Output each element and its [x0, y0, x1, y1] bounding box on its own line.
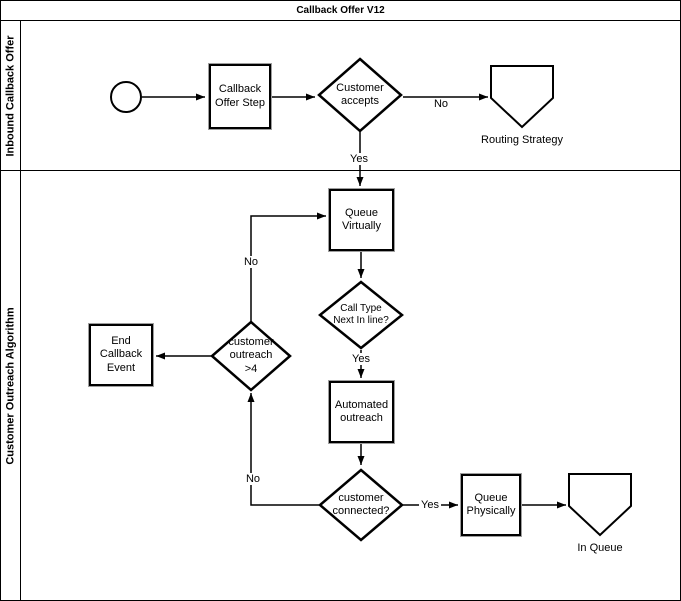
edge-label-outreach-no: No — [241, 256, 261, 268]
diamond-shape — [210, 320, 292, 392]
edge-label-connected-no: No — [243, 473, 263, 485]
diagram-title: Callback Offer V12 — [1, 1, 680, 21]
diamond-shape — [318, 280, 404, 350]
lane-header-inbound: Inbound Callback Offer — [1, 21, 21, 170]
node-automated-outreach: Automated outreach — [329, 381, 394, 443]
edge-label-accepts-yes: Yes — [348, 153, 370, 165]
routing-strategy-caption: Routing Strategy — [481, 134, 563, 146]
lane-customer-outreach-algorithm: Customer Outreach Algorithm — [1, 171, 680, 600]
diamond-shape — [318, 468, 404, 542]
node-queue-virtually: Queue Virtually — [329, 189, 394, 251]
lane-header-outreach: Customer Outreach Algorithm — [1, 171, 21, 600]
diamond-shape — [317, 57, 403, 133]
node-queue-physically-label: Queue Physically — [466, 491, 516, 517]
node-customer-connected: customer connected? — [317, 467, 405, 543]
node-end-callback-event: End Callback Event — [89, 324, 153, 386]
node-call-type-label: Call Type Next In line? — [333, 303, 389, 326]
lane-inbound-callback-offer: Inbound Callback Offer — [1, 21, 680, 171]
node-end-callback-event-label: End Callback Event — [99, 335, 143, 374]
node-automated-outreach-label: Automated outreach — [334, 398, 389, 424]
node-callback-offer-step-label: Callback Offer Step — [215, 83, 265, 109]
node-queue-virtually-label: Queue Virtually — [342, 206, 381, 232]
node-customer-connected-label: customer connected? — [332, 491, 390, 517]
off-page-connector-shape — [568, 473, 632, 537]
node-customer-accepts-label: Customer accepts — [336, 81, 384, 107]
node-customer-outreach-gt4: customer outreach >4 — [209, 319, 293, 393]
node-queue-physically: Queue Physically — [461, 474, 521, 536]
node-customer-outreach-gt4-label: customer outreach >4 — [228, 336, 274, 375]
node-callback-offer-step: Callback Offer Step — [209, 64, 271, 129]
lane-label-inbound: Inbound Callback Offer — [4, 34, 17, 157]
edge-label-connected-yes: Yes — [419, 499, 441, 511]
node-routing-strategy — [490, 65, 554, 129]
node-in-queue — [568, 473, 632, 537]
lane-label-outreach: Customer Outreach Algorithm — [4, 307, 17, 465]
node-customer-accepts: Customer accepts — [316, 56, 404, 134]
node-call-type-next-in-line: Call Type Next In line? — [317, 279, 405, 351]
edge-label-accepts-no: No — [431, 98, 451, 110]
edge-label-call-type-yes: Yes — [350, 353, 372, 365]
start-event-circle — [110, 81, 142, 113]
off-page-connector-shape — [490, 65, 554, 129]
in-queue-caption: In Queue — [577, 542, 623, 554]
